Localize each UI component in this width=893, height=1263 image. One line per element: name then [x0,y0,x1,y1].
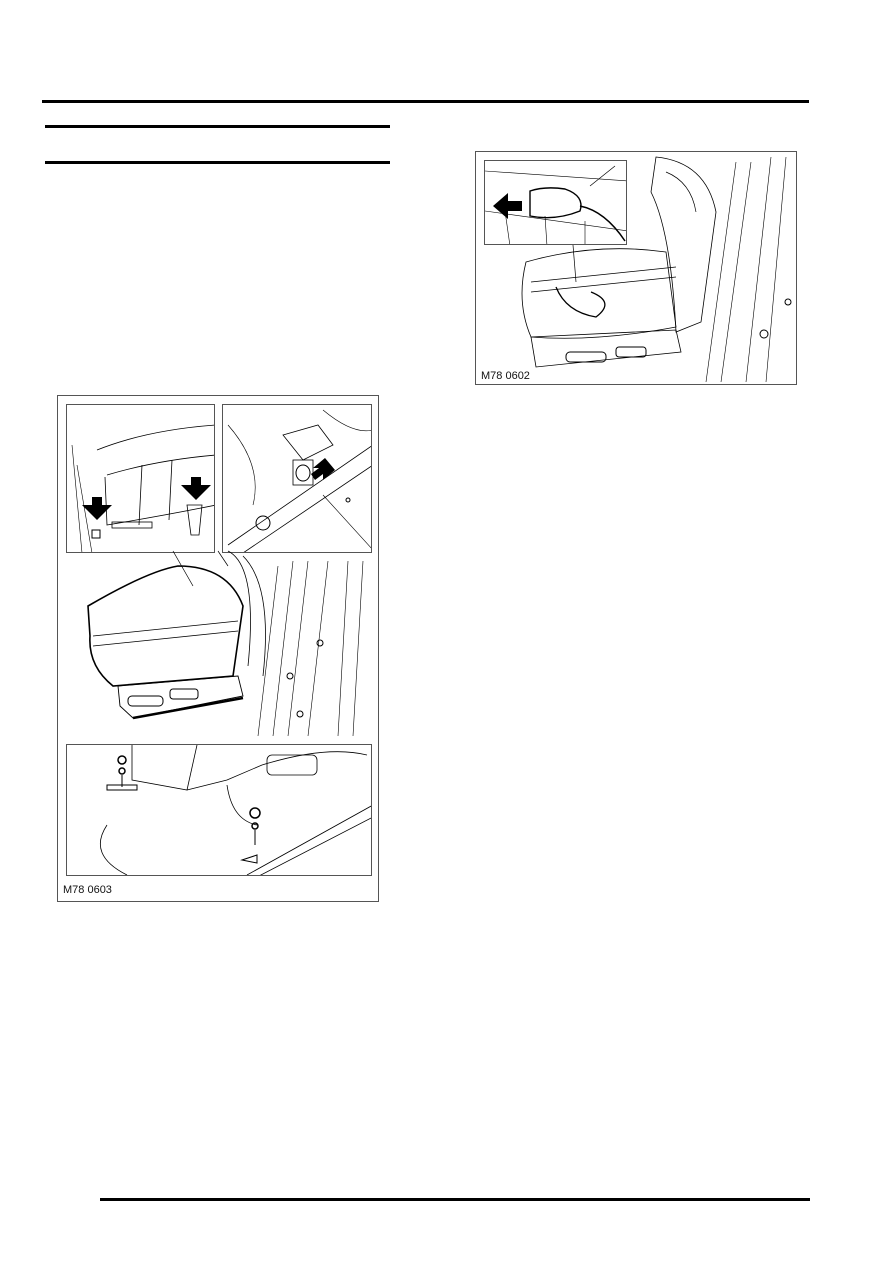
seat-front-bolts-illustration [71,424,214,552]
multiplug-illustration [485,165,626,244]
arrow-icon [181,477,211,500]
seat-runner-bolt-illustration [227,409,371,552]
figure-seat-multiplug: M78 0602 [475,151,797,385]
arrow-icon [82,497,112,520]
panel-runner-nuts [66,744,372,876]
section-heading-rule-top [45,125,390,128]
figure-caption: M78 0602 [481,370,530,382]
seat-overview-illustration [521,156,792,383]
figure-caption: M78 0603 [63,884,112,896]
arrow-icon [311,458,335,480]
arrow-icon [493,193,522,219]
panel-runner-bolt [222,404,372,553]
seat-overview-illustration [87,550,364,737]
header-rule [42,100,809,103]
footer-rule [100,1198,810,1201]
panel-multiplug-inset [484,160,627,245]
figure-seat-fixings: M78 0603 [57,395,379,902]
runner-nuts-illustration [99,745,371,875]
section-heading-rule-bottom [45,161,390,164]
panel-front-bolts [66,404,215,553]
